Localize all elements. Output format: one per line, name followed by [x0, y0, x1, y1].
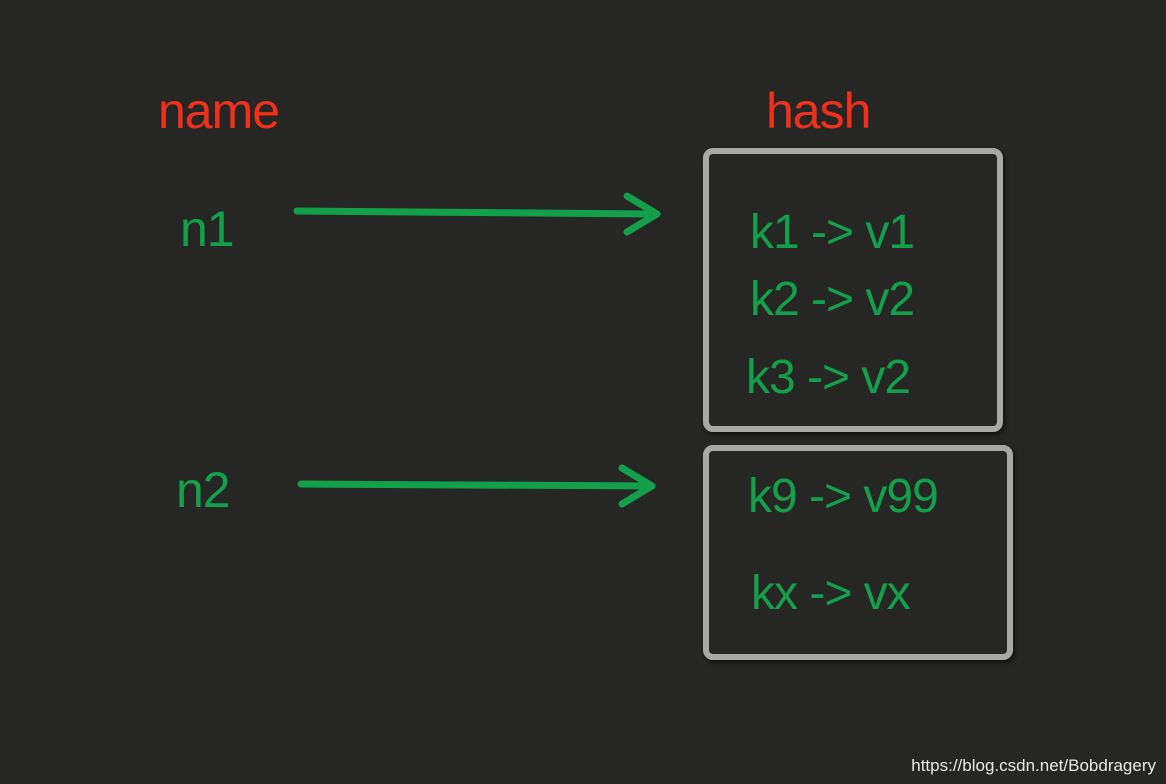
hash-entry: k2 -> v2	[750, 273, 915, 326]
hash-entry: k1 -> v1	[750, 206, 915, 259]
arrow-n1-head	[623, 192, 661, 236]
hash-box-n1	[703, 148, 1003, 432]
hash-header: hash	[766, 83, 871, 139]
arrow-n2-head	[618, 464, 656, 508]
arrow-n1-shaft	[293, 207, 659, 218]
node-label-n2: n2	[176, 462, 231, 518]
hash-box-n2	[703, 445, 1013, 660]
arrow-n2-shaft	[297, 480, 654, 490]
hash-entry: k3 -> v2	[746, 351, 911, 404]
node-label-n1: n1	[180, 201, 235, 257]
watermark-url: https://blog.csdn.net/Bobdragery	[911, 756, 1156, 775]
name-header: name	[158, 83, 280, 139]
hash-entry: k9 -> v99	[748, 470, 939, 523]
hash-entry: kx -> vx	[751, 567, 911, 620]
